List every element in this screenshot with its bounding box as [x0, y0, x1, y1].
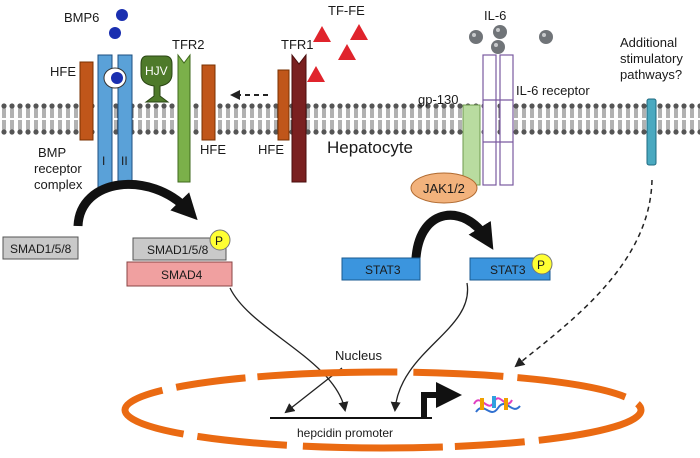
bmp6-label: BMP6 [64, 10, 99, 25]
receptor-subunit-2-label: II [121, 154, 128, 168]
smad158-box-left [2, 236, 79, 260]
stat3-box-left [341, 257, 421, 281]
receptor-subunit-1-label: I [102, 154, 105, 168]
mrna-transcript-icon [473, 396, 521, 413]
smad4-label: SMAD4 [161, 268, 203, 282]
gp130-label: gp-130 [418, 92, 458, 107]
hfe-protein-mid [277, 69, 290, 141]
tfr2-label: TFR2 [172, 37, 205, 52]
bmp-receptor-complex [97, 54, 133, 188]
hfe-protein-right-of-tfr2 [201, 64, 216, 141]
bmp6-ligands [109, 9, 128, 39]
hjv-protein [140, 55, 173, 103]
hfe-label-mid: HFE [258, 142, 284, 157]
il6-ligands [469, 25, 553, 54]
tfr1-label: TFR1 [281, 37, 314, 52]
hepcidin-promoter-label: hepcidin promoter [297, 426, 393, 440]
jak-kinase [410, 172, 478, 204]
tfr1-protein [291, 53, 307, 183]
phospho-label-smad: P [215, 234, 223, 248]
tf-fe-triangles [307, 24, 368, 82]
stat3-phosphorylation-arrow [411, 210, 494, 259]
hfe-protein-left [79, 61, 94, 141]
hepatocyte-label: Hepatocyte [327, 138, 413, 157]
tf-fe-label: TF-FE [328, 3, 365, 18]
il6-receptor [482, 54, 514, 186]
smad-phosphorylation-arrow [73, 179, 198, 227]
phospho-badge-smad [209, 229, 231, 251]
phospho-label-stat: P [537, 258, 545, 272]
stat3-label-right: STAT3 [490, 263, 526, 277]
nucleus-envelope [121, 368, 645, 452]
stat3-to-promoter-arrow [390, 282, 469, 412]
cell-membrane [0, 102, 700, 136]
tfr2-protein [177, 53, 191, 183]
nucleus-label: Nucleus [335, 348, 382, 363]
jak-label: JAK1/2 [423, 181, 465, 196]
hjv-label: HJV [145, 64, 168, 78]
gp130-receptor [462, 104, 481, 186]
smad-to-promoter-arrow [229, 287, 349, 412]
il6-label: IL-6 [484, 8, 506, 23]
il6-receptor-label: IL-6 receptor [516, 83, 590, 98]
bmp-receptor-complex-label: BMP receptor complex [34, 145, 85, 192]
additional-receptor [646, 98, 657, 166]
additional-pathways-label: Additional stimulatory pathways? [620, 35, 686, 82]
transcription-start-arrow [421, 382, 462, 418]
smad158-label-right: SMAD1/5/8 [147, 243, 209, 257]
smad4-box [126, 261, 233, 287]
hfe-label-left: HFE [50, 64, 76, 79]
phospho-badge-stat [531, 253, 553, 275]
additional-to-nucleus-arrow [514, 179, 653, 368]
stat3-label-left: STAT3 [365, 263, 401, 277]
smad158-label-left: SMAD1/5/8 [10, 242, 72, 256]
smad158-box-right [132, 237, 227, 261]
hfe-label-right-of-tfr2: HFE [200, 142, 226, 157]
